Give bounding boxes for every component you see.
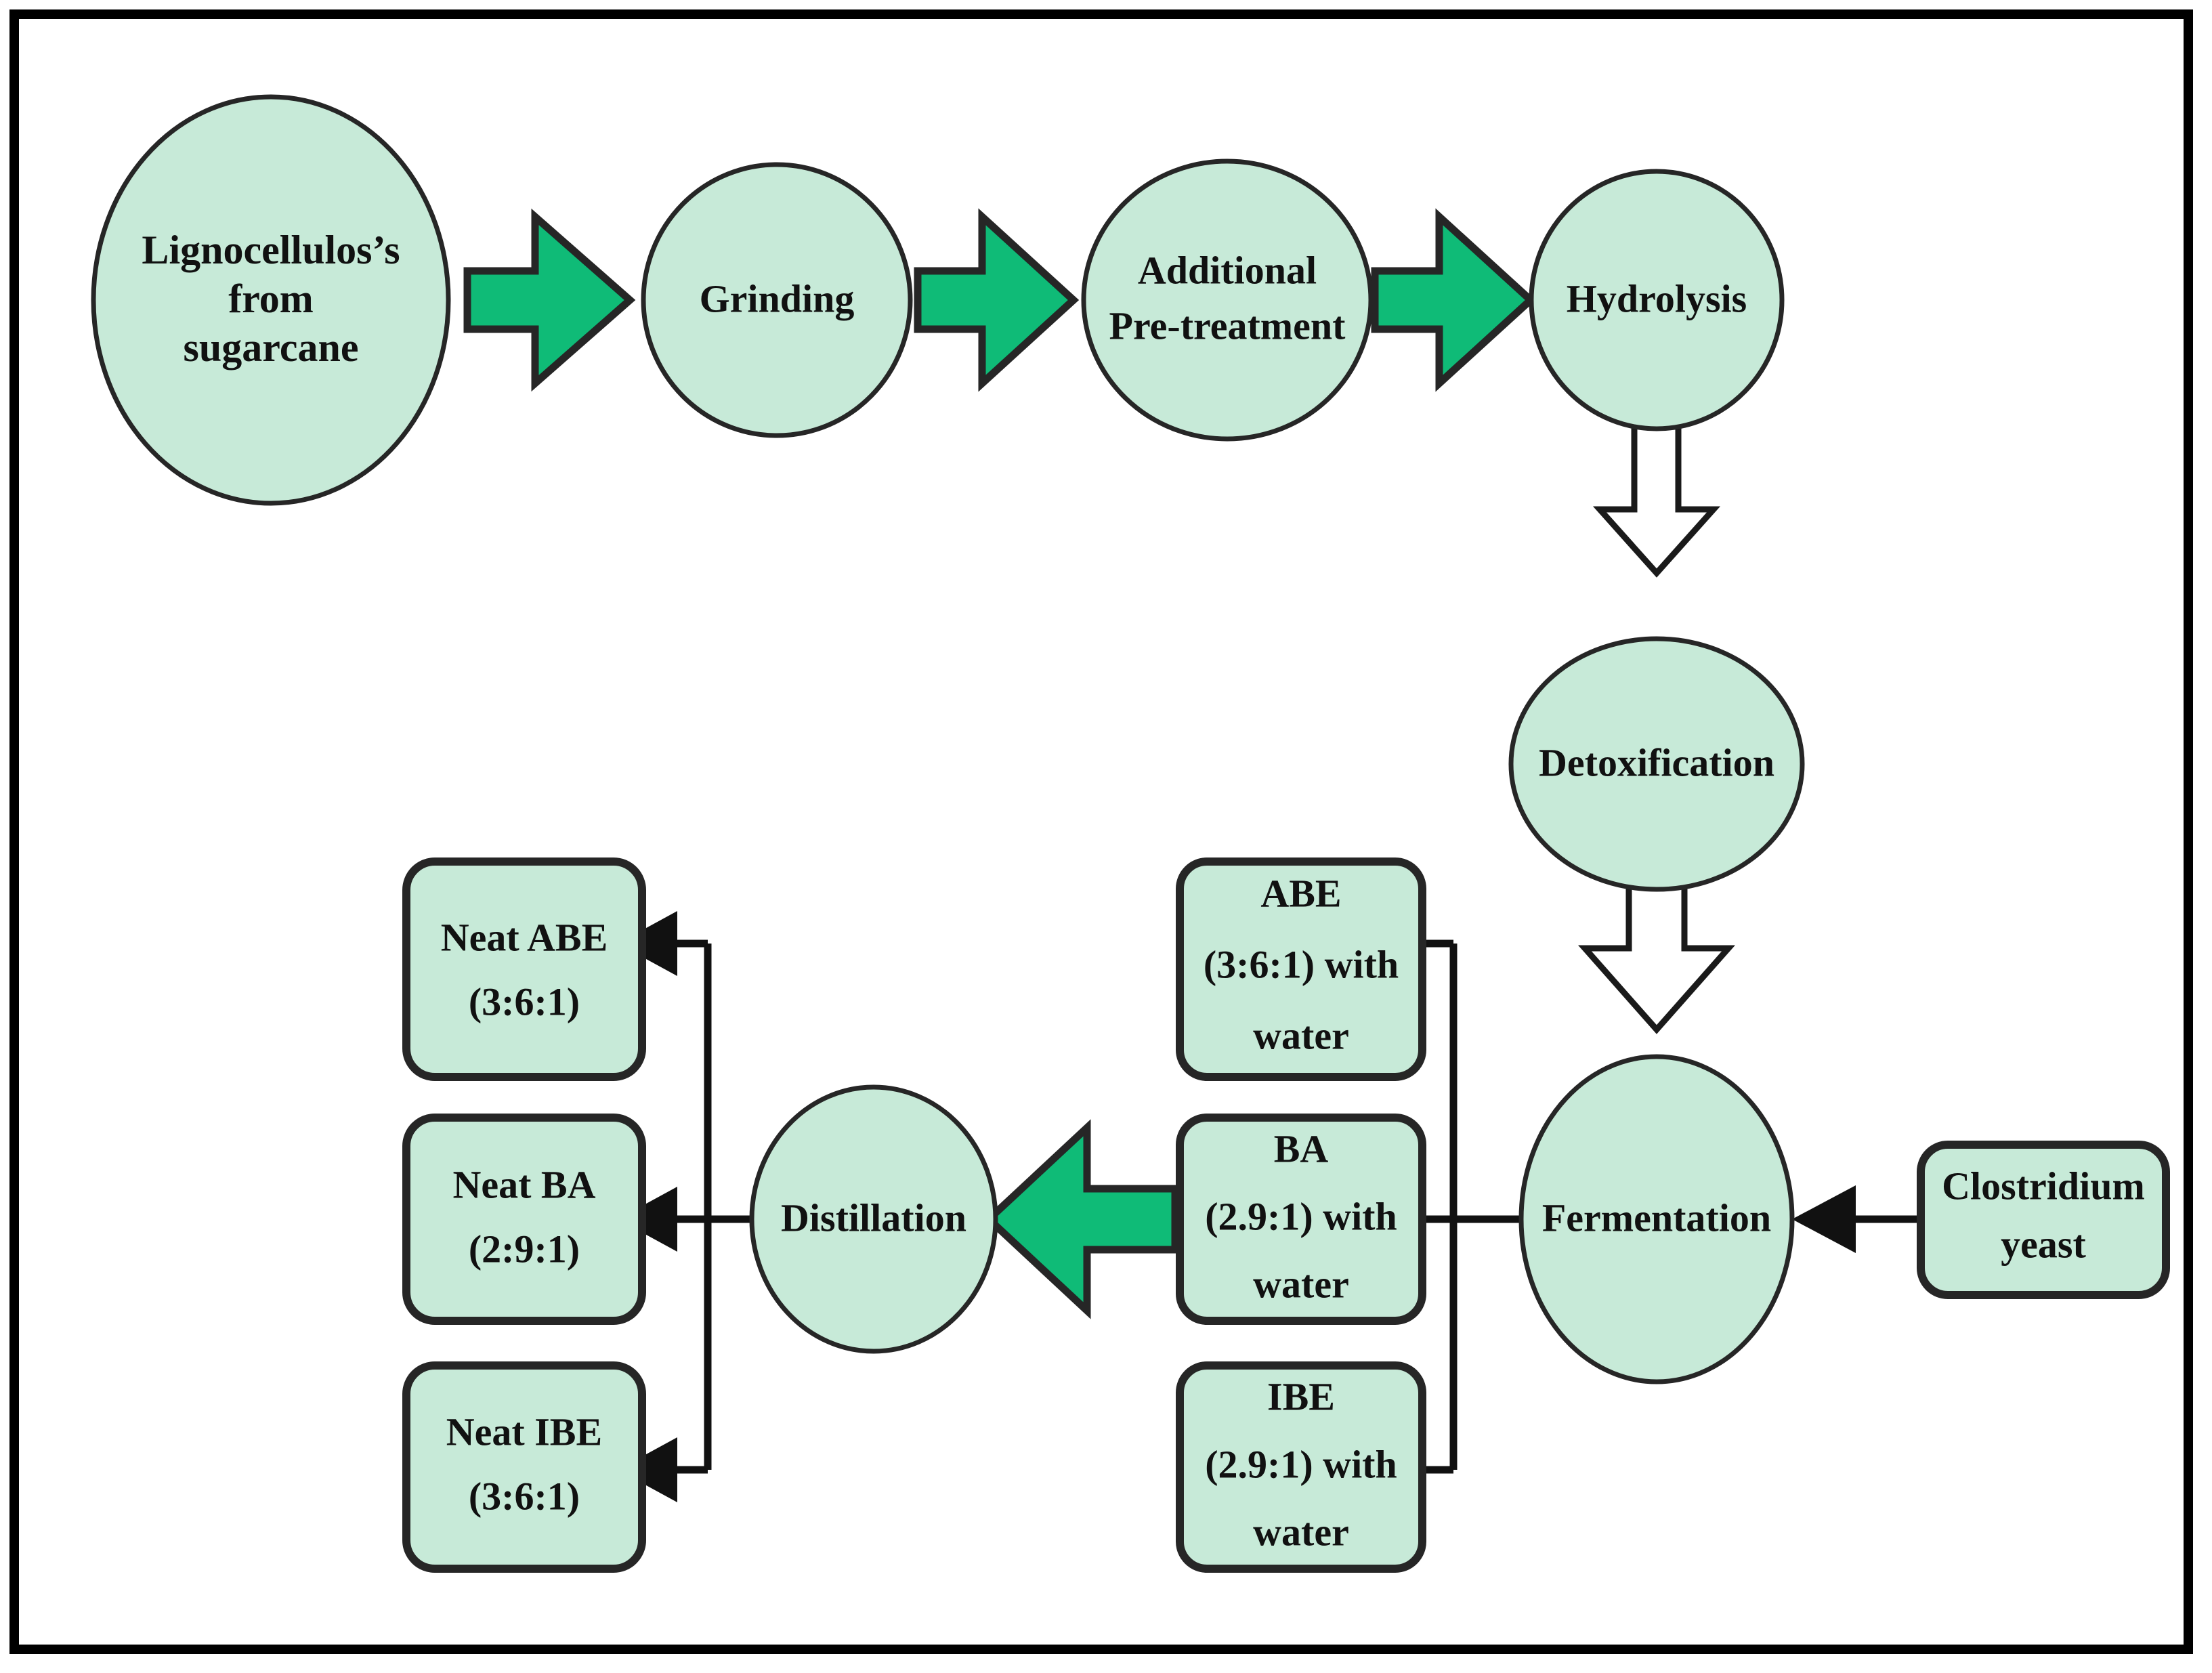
node-feedstock[interactable]: Lignocellulos’s from sugarcane <box>91 94 451 506</box>
node-neat-abe-line1: Neat ABE <box>441 915 608 959</box>
node-abe-water-line3: water <box>1253 1013 1349 1057</box>
arrow-grinding-to-pretreatment <box>914 208 1080 392</box>
node-clostridium-line2: yeast <box>2001 1222 2086 1266</box>
node-fermentation[interactable]: Fermentation <box>1518 1054 1795 1384</box>
node-ba-water-line2: (2.9:1) with <box>1205 1194 1397 1238</box>
arrowhead-neat-ba <box>618 1187 677 1252</box>
node-feedstock-line2: from <box>228 276 314 321</box>
connector-clostridium-to-fermentation <box>1792 1185 1917 1253</box>
node-ibe-water-line2: (2.9:1) with <box>1205 1442 1397 1486</box>
node-neat-abe[interactable]: Neat ABE (3:6:1) <box>402 857 646 1081</box>
node-abe-water-line2: (3:6:1) with <box>1204 942 1399 986</box>
node-neat-ba-line1: Neat BA <box>452 1162 595 1206</box>
node-clostridium-line1: Clostridium <box>1942 1164 2145 1208</box>
node-feedstock-line3: sugarcane <box>184 325 359 370</box>
node-abe-water-line1: ABE <box>1260 871 1341 915</box>
node-hydrolysis[interactable]: Hydrolysis <box>1529 169 1785 431</box>
node-pretreatment[interactable]: Additional Pre-treatment <box>1081 158 1374 442</box>
arrow-pretreatment-to-hydrolysis <box>1371 208 1537 392</box>
arrow-hydrolysis-to-detoxification <box>1592 403 1721 578</box>
node-ba-water-line3: water <box>1253 1262 1349 1306</box>
node-grinding-label: Grinding <box>700 276 855 320</box>
arrow-ba-to-distillation <box>983 1119 1179 1319</box>
node-distillation[interactable]: Distillation <box>749 1084 998 1354</box>
node-grinding[interactable]: Grinding <box>641 162 913 438</box>
node-ba-water-line1: BA <box>1274 1126 1329 1170</box>
node-neat-abe-line2: (3:6:1) <box>469 979 580 1023</box>
node-detoxification[interactable]: Detoxification <box>1508 636 1805 892</box>
node-neat-ba[interactable]: Neat BA (2:9:1) <box>402 1114 646 1325</box>
node-ibe-water[interactable]: IBE (2.9:1) with water <box>1176 1361 1426 1573</box>
arrowhead-neat-ibe <box>618 1437 677 1502</box>
node-neat-ibe-line1: Neat IBE <box>446 1410 602 1454</box>
connector-distillation-to-neat-products <box>618 911 765 1502</box>
node-neat-ibe[interactable]: Neat IBE (3:6:1) <box>402 1361 646 1573</box>
node-abe-water[interactable]: ABE (3:6:1) with water <box>1176 857 1426 1081</box>
node-detoxification-label: Detoxification <box>1539 740 1774 784</box>
arrowhead-fermentation <box>1792 1185 1856 1253</box>
node-clostridium-yeast[interactable]: Clostridium yeast <box>1917 1141 2170 1299</box>
node-neat-ibe-line2: (3:6:1) <box>469 1474 580 1518</box>
node-fermentation-label: Fermentation <box>1542 1195 1771 1240</box>
node-pretreatment-line1: Additional <box>1138 248 1317 292</box>
node-ibe-water-line1: IBE <box>1267 1374 1335 1418</box>
node-feedstock-line1: Lignocellulos’s <box>142 228 400 272</box>
arrow-feedstock-to-grinding <box>463 208 636 392</box>
node-hydrolysis-label: Hydrolysis <box>1567 276 1747 320</box>
node-distillation-label: Distillation <box>781 1195 966 1240</box>
node-neat-ba-line2: (2:9:1) <box>469 1227 580 1271</box>
node-pretreatment-line2: Pre-treatment <box>1109 303 1346 347</box>
node-ibe-water-line3: water <box>1253 1510 1349 1554</box>
node-ba-water[interactable]: BA (2.9:1) with water <box>1176 1114 1426 1325</box>
arrowhead-neat-abe <box>618 911 677 976</box>
